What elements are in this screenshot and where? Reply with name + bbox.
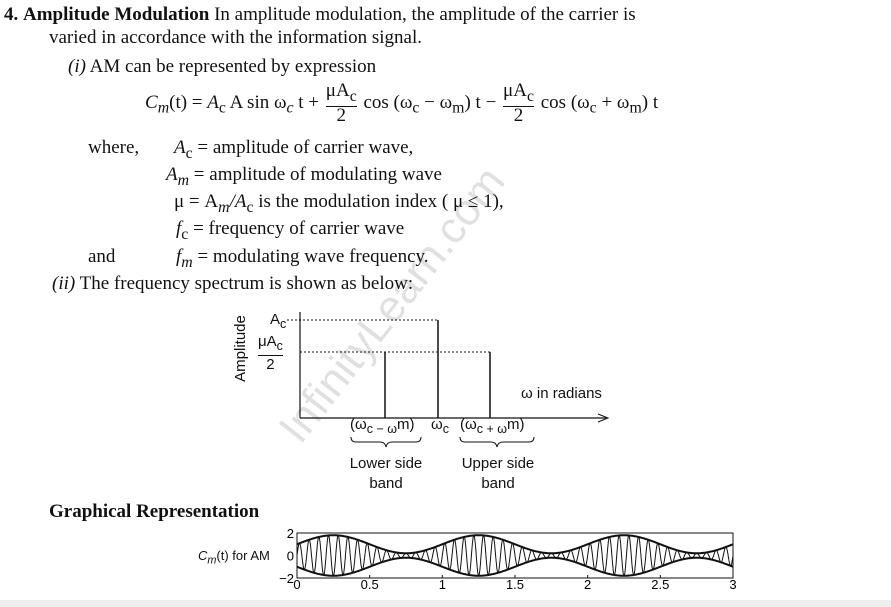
upper-freq-label: (ωc + ωm) [460,416,525,436]
upper-brace [459,436,535,448]
upper-envelope-line [296,534,734,555]
x-axis-label: ω in radians [521,385,602,402]
am-chart-ylabel: Cm(t) for AM [198,548,270,567]
am-carrier-line [296,535,734,577]
where-label: where, [88,137,140,158]
x-tick-label: 0.5 [361,577,379,592]
y-tick-label: 0 [287,549,294,564]
y-tick-label: −2 [279,571,294,586]
lower-envelope-line [296,556,734,577]
part-i: (i) AM can be represented by expression [68,56,377,77]
ac-label: Ac [270,311,287,331]
graphical-heading: Graphical Representation [49,501,260,522]
x-tick-label: 2 [584,577,591,592]
definition-am: Am = amplitude of modulating wave [166,164,442,189]
y-tick-label: 2 [287,526,294,541]
carrier-freq-label: ωc [431,416,449,436]
x-tick-label: 0 [293,577,300,592]
definition-fm: fm = modulating wave frequency. [176,246,429,271]
x-tick-label: 3 [729,577,736,592]
part-ii: (ii) The frequency spectrum is shown as … [52,273,414,294]
definition-ac: Ac = amplitude of carrier wave, [174,137,414,162]
section-intro: varied in accordance with the informatio… [49,27,423,48]
page-footer-bar [0,600,891,607]
x-axis-arrow-icon [597,413,610,423]
x-tick-label: 2.5 [651,577,669,592]
definition-fc: fc = frequency of carrier wave [176,218,405,243]
x-tick-label: 1.5 [506,577,524,592]
section-heading: 4. Amplitude Modulation In amplitude mod… [4,4,636,25]
definition-mu: μ = Am/Ac is the modulation index ( μ ≤ … [174,191,504,216]
lower-freq-label: (ωc − ωm) [350,416,415,436]
lower-brace [350,436,422,448]
and-label: and [88,246,116,267]
x-tick-label: 1 [439,577,446,592]
